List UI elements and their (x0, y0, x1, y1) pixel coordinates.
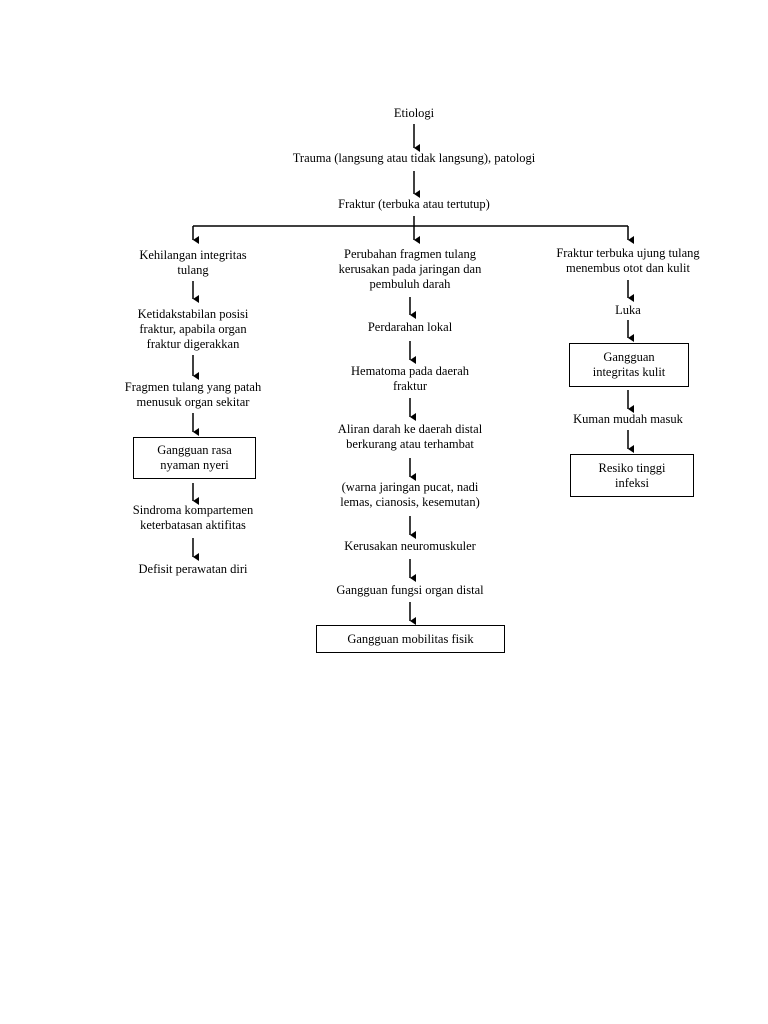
node-right-kuman-mudah-masuk: Kuman mudah masuk (573, 412, 683, 426)
node-right-luka: Luka (615, 303, 641, 317)
node-left-sindroma-kompartemen: Sindroma kompartemen keterbatasan aktifi… (132, 503, 254, 532)
node-mid-warna-jaringan: (warna jaringan pucat, nadi lemas, ciano… (340, 480, 480, 509)
node-left-kehilangan-integritas: Kehilangan integritas tulang (139, 248, 247, 277)
node-etiologi: Etiologi (393, 106, 435, 120)
box-left-gangguan-rasa-nyaman: Gangguan rasa nyaman nyeri (133, 437, 256, 479)
node-mid-aliran-darah: Aliran darah ke daerah distal berkurang … (337, 422, 483, 451)
node-trauma: Trauma (langsung atau tidak langsung), p… (292, 151, 536, 165)
box-right-resiko-tinggi-infeksi: Resiko tinggi infeksi (570, 454, 694, 497)
node-left-fragmen-tulang: Fragmen tulang yang patah menusuk organ … (124, 380, 262, 409)
node-fraktur: Fraktur (terbuka atau tertutup) (338, 197, 490, 211)
node-right-fraktur-terbuka: Fraktur terbuka ujung tulang menembus ot… (556, 246, 700, 275)
box-right-gangguan-integritas-kulit: Gangguan integritas kulit (569, 343, 689, 387)
box-mid-gangguan-mobilitas: Gangguan mobilitas fisik (316, 625, 505, 653)
node-mid-hematoma: Hematoma pada daerah fraktur (351, 364, 469, 393)
node-left-defisit-perawatan: Defisit perawatan diri (138, 562, 248, 576)
node-mid-gangguan-fungsi: Gangguan fungsi organ distal (336, 583, 484, 597)
node-mid-kerusakan-neuromuskuler: Kerusakan neuromuskuler (344, 539, 476, 553)
node-left-ketidakstabilan: Ketidakstabilan posisi fraktur, apabila … (137, 307, 249, 351)
node-mid-perubahan-fragmen: Perubahan fragmen tulang kerusakan pada … (338, 247, 482, 291)
node-mid-perdarahan-lokal: Perdarahan lokal (367, 320, 453, 334)
